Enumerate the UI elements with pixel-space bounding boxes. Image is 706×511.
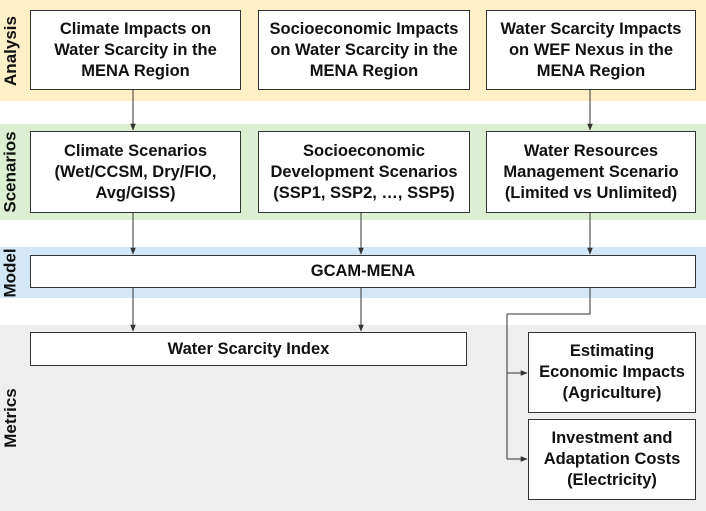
analysis-wef-box: Water Scarcity Impacts on WEF Nexus in t… bbox=[486, 10, 696, 90]
scenarios-climate-box: Climate Scenarios (Wet/CCSM, Dry/FIO, Av… bbox=[30, 131, 241, 213]
economic-impacts-box: Estimating Economic Impacts (Agriculture… bbox=[528, 332, 696, 413]
scenarios-water-box: Water Resources Management Scenario (Lim… bbox=[486, 131, 696, 213]
analysis-climate-box: Climate Impacts on Water Scarcity in the… bbox=[30, 10, 241, 90]
analysis-socio-box: Socioeconomic Impacts on Water Scarcity … bbox=[258, 10, 470, 90]
investment-costs-box: Investment and Adaptation Costs (Electri… bbox=[528, 419, 696, 500]
water-scarcity-index-box: Water Scarcity Index bbox=[30, 332, 467, 366]
gcam-mena-box: GCAM-MENA bbox=[30, 255, 696, 288]
connector-model-to-right-metrics bbox=[506, 287, 591, 459]
scenarios-socio-box: Socioeconomic Development Scenarios (SSP… bbox=[258, 131, 470, 213]
